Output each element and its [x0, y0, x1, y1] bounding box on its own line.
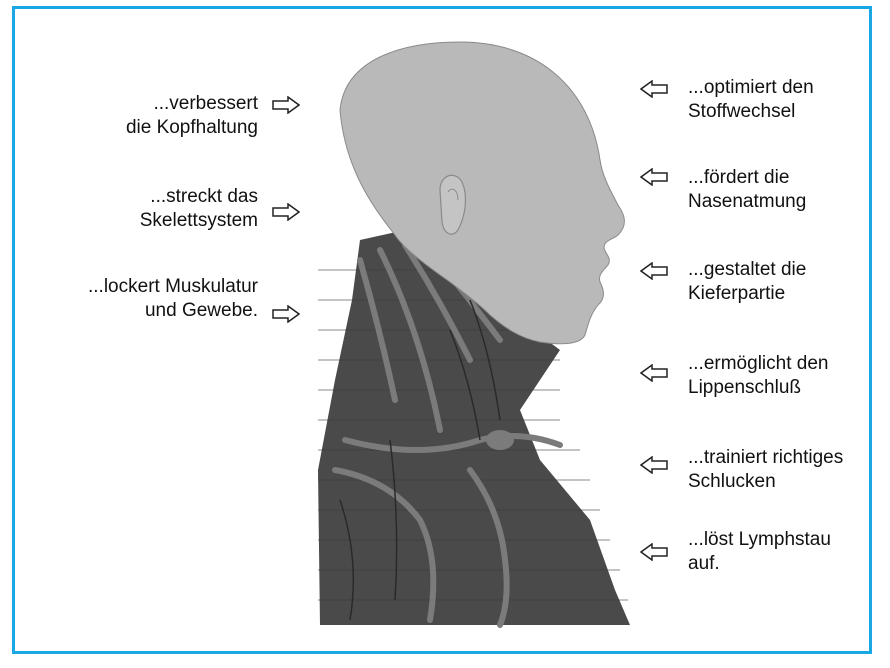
arrow-right-icon: [272, 96, 300, 114]
label-schlucken: ...trainiert richtiges Schlucken: [688, 446, 866, 494]
arrow-left-icon: [640, 262, 668, 280]
label-nasenatmung: ...fördert die Nasenatmung: [688, 166, 806, 214]
arrow-left-icon: [640, 543, 668, 561]
label-kopfhaltung: ...verbessert die Kopfhaltung: [126, 92, 258, 140]
arrow-right-icon: [272, 305, 300, 323]
label-line: Skelettsystem: [140, 209, 258, 233]
label-lippenschluss: ...ermöglicht den Lippenschluß: [688, 352, 828, 400]
label-line: auf.: [688, 552, 831, 576]
label-stoffwechsel: ...optimiert den Stoffwechsel: [688, 76, 814, 124]
label-line: Stoffwechsel: [688, 100, 814, 124]
label-line: und Gewebe.: [88, 299, 258, 323]
label-kieferpartie: ...gestaltet die Kieferpartie: [688, 258, 806, 306]
label-line: ...streckt das: [140, 185, 258, 209]
label-line: ...ermöglicht den: [688, 352, 828, 376]
label-skelettsystem: ...streckt das Skelettsystem: [140, 185, 258, 233]
label-line: ...verbessert: [126, 92, 258, 116]
label-line: ...fördert die: [688, 166, 806, 190]
label-line: Lippenschluß: [688, 376, 828, 400]
label-line: ...gestaltet die: [688, 258, 806, 282]
arrow-left-icon: [640, 364, 668, 382]
label-line: Schlucken: [688, 470, 866, 494]
label-line: ...trainiert richtiges: [688, 446, 866, 470]
arrow-left-icon: [640, 168, 668, 186]
label-line: ...löst Lymphstau: [688, 528, 831, 552]
label-muskulatur: ...lockert Muskulatur und Gewebe.: [88, 275, 258, 323]
label-line: die Kopfhaltung: [126, 116, 258, 140]
arrow-left-icon: [640, 80, 668, 98]
label-line: Kieferpartie: [688, 282, 806, 306]
label-line: ...optimiert den: [688, 76, 814, 100]
label-line: Nasenatmung: [688, 190, 806, 214]
label-lymphstau: ...löst Lymphstau auf.: [688, 528, 831, 576]
larynx: [486, 430, 514, 450]
arrow-left-icon: [640, 456, 668, 474]
label-line: ...lockert Muskulatur: [88, 275, 258, 299]
arrow-right-icon: [272, 203, 300, 221]
